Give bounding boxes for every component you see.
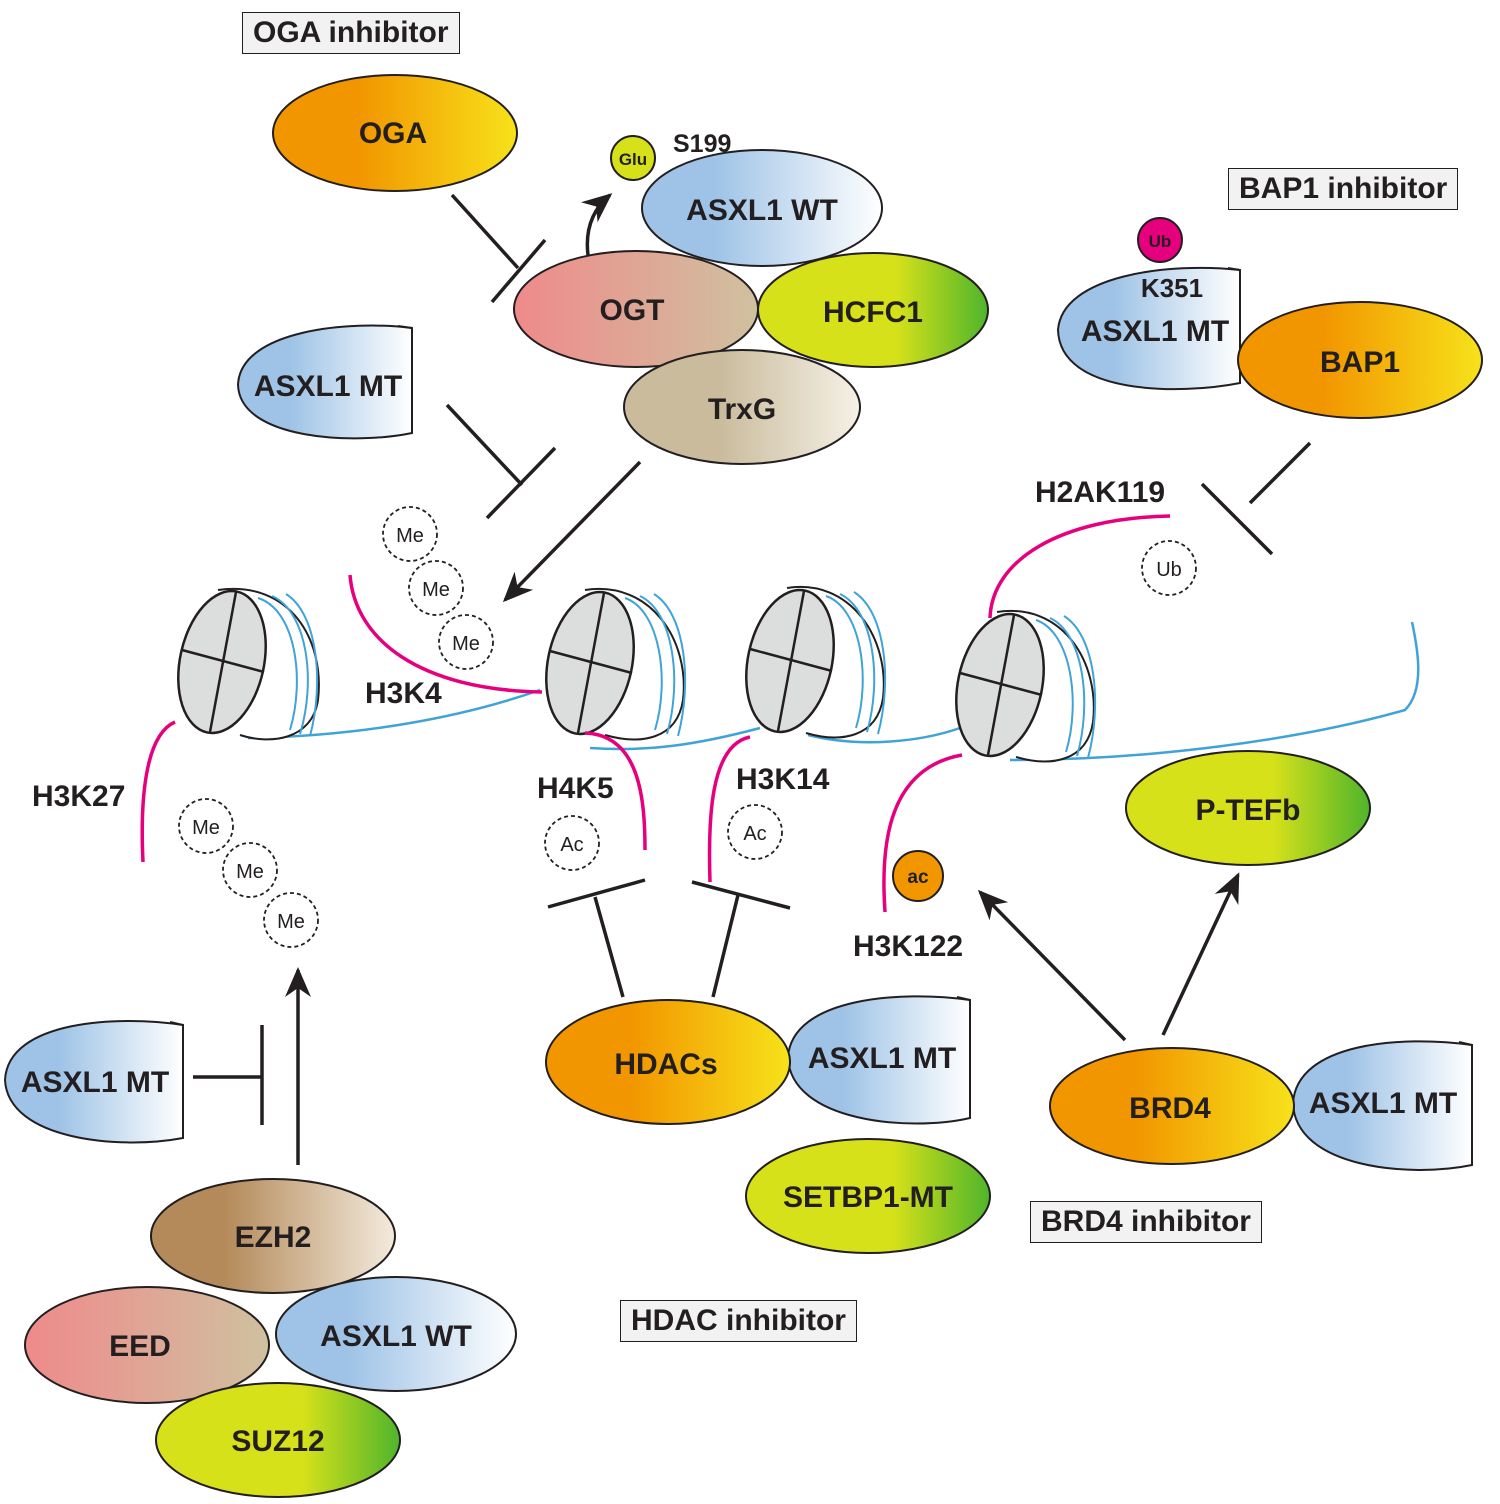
arrows <box>193 193 1312 1165</box>
h3k4-label: H3K4 <box>365 677 442 710</box>
ogt-protein: OGT <box>513 250 759 368</box>
svg-text:Me: Me <box>452 633 480 655</box>
h3k27-label: H3K27 <box>32 780 125 813</box>
glu-modification: Glu <box>610 135 656 181</box>
svg-text:EZH2: EZH2 <box>235 1221 312 1254</box>
svg-text:BAP1: BAP1 <box>1320 346 1400 379</box>
oga-protein: OGA <box>272 74 518 192</box>
nucleosome-1 <box>177 587 320 741</box>
asxl1-mt-left-protein: ASXL1 MT <box>3 1019 184 1144</box>
nucleosome-2 <box>545 587 687 741</box>
trxg-protein: TrxG <box>623 349 861 465</box>
h2ak119-label: H2AK119 <box>1035 476 1165 509</box>
h3k27-me-marks: Me Me Me <box>178 798 319 948</box>
svg-text:HCFC1: HCFC1 <box>823 296 923 329</box>
svg-text:Ub: Ub <box>1149 232 1172 251</box>
svg-text:Ub: Ub <box>1156 559 1182 581</box>
ezh2-protein: EZH2 <box>150 1178 396 1294</box>
svg-text:OGA: OGA <box>359 117 427 150</box>
h3k14-label: H3K14 <box>736 763 830 796</box>
p-tefb-protein: P-TEFb <box>1125 750 1371 866</box>
h3k122-ac-solid-mark: ac <box>892 850 944 902</box>
suz12-protein: SUZ12 <box>155 1382 401 1498</box>
oga-inhibitor-label: OGA inhibitor <box>242 12 460 54</box>
nucleosome-4 <box>955 609 1097 763</box>
svg-text:TrxG: TrxG <box>708 393 776 426</box>
asxl1-wt-top-protein: ASXL1 WT <box>641 149 883 267</box>
svg-text:OGT: OGT <box>600 294 665 327</box>
eed-protein: EED <box>24 1286 270 1404</box>
svg-text:ac: ac <box>907 867 929 888</box>
svg-text:ASXL1 WT: ASXL1 WT <box>686 194 838 227</box>
svg-text:ASXL1 MT: ASXL1 MT <box>254 370 402 403</box>
svg-text:ASXL1 MT: ASXL1 MT <box>808 1042 956 1075</box>
h3k14-ac-mark: Ac <box>727 804 783 860</box>
h2ak119-ub-mark: Ub <box>1141 540 1197 596</box>
svg-text:BRD4: BRD4 <box>1129 1092 1211 1125</box>
svg-text:K351: K351 <box>1141 273 1203 303</box>
setbp1-mt-protein: SETBP1-MT <box>745 1138 991 1254</box>
svg-text:ASXL1 MT: ASXL1 MT <box>1081 315 1229 348</box>
svg-text:ASXL1 MT: ASXL1 MT <box>21 1066 169 1099</box>
nucleosome-3 <box>745 585 887 739</box>
svg-text:SETBP1-MT: SETBP1-MT <box>783 1181 953 1214</box>
ub-solid-modification: Ub <box>1137 217 1183 263</box>
svg-text:SUZ12: SUZ12 <box>231 1425 324 1458</box>
svg-text:ASXL1 MT: ASXL1 MT <box>1309 1087 1457 1120</box>
svg-text:Me: Me <box>422 579 450 601</box>
bap1-inhibitor-label: BAP1 inhibitor <box>1228 168 1459 210</box>
s199-label: S199 <box>673 130 731 158</box>
svg-text:EED: EED <box>109 1330 171 1363</box>
svg-text:Glu: Glu <box>619 150 647 169</box>
asxl1-wt-bottom-protein: ASXL1 WT <box>275 1276 517 1392</box>
svg-text:ASXL1 WT: ASXL1 WT <box>320 1320 472 1353</box>
hdac-inhibitor-label: HDAC inhibitor <box>620 1300 857 1342</box>
svg-text:Me: Me <box>277 911 305 933</box>
svg-text:HDACs: HDACs <box>614 1048 717 1081</box>
hcfc1-protein: HCFC1 <box>757 252 989 368</box>
brd4-protein: BRD4 <box>1049 1047 1295 1165</box>
h4k5-label: H4K5 <box>537 772 614 805</box>
svg-text:Ac: Ac <box>743 823 766 845</box>
svg-text:Me: Me <box>192 817 220 839</box>
h4k5-ac-mark: Ac <box>544 815 600 871</box>
svg-text:Ac: Ac <box>560 834 583 856</box>
asxl1-mt-hdac-protein: ASXL1 MT <box>786 995 971 1125</box>
h3k122-label: H3K122 <box>853 930 963 963</box>
dna-strand <box>247 621 1420 762</box>
asxl1-mt-upper-left-protein: ASXL1 MT <box>236 324 413 440</box>
asxl1-mt-brd4-protein: ASXL1 MT <box>1291 1040 1473 1171</box>
svg-text:Me: Me <box>236 861 264 883</box>
histone-tails <box>140 514 1171 913</box>
svg-text:P-TEFb: P-TEFb <box>1196 794 1301 827</box>
hdacs-protein: HDACs <box>545 999 791 1125</box>
svg-text:Me: Me <box>396 525 424 547</box>
asxl1-mt-bap1-protein: K351 ASXL1 MT <box>1056 266 1241 391</box>
bap1-protein: BAP1 <box>1237 301 1483 419</box>
brd4-inhibitor-label: BRD4 inhibitor <box>1030 1201 1262 1243</box>
h3k4-me-marks: Me Me Me <box>382 506 494 670</box>
